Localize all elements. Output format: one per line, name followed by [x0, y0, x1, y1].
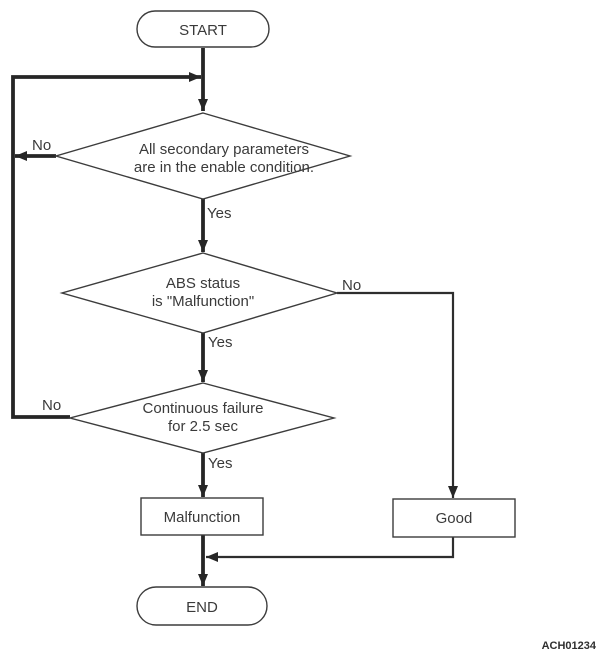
abs-status-yes-label: Yes	[208, 334, 232, 351]
malfunction-process-shape	[140, 497, 264, 536]
abs-status-text-line2: is "Malfunction"	[152, 293, 254, 310]
edge-continuous-failure-no-loop	[11, 72, 201, 419]
edge-good-merge	[206, 537, 455, 562]
node-good: Good	[392, 498, 516, 538]
start-terminator-shape	[136, 10, 270, 48]
start-label: START	[179, 22, 227, 39]
abs-status-text-line1: ABS status	[166, 275, 240, 292]
flow-edges	[11, 48, 458, 586]
end-terminator-shape	[136, 586, 268, 626]
secondary-params-yes-label: Yes	[207, 205, 231, 222]
continuous-failure-text-line2: for 2.5 sec	[168, 418, 239, 435]
secondary-params-no-label: No	[32, 137, 51, 154]
good-label: Good	[436, 510, 473, 527]
node-decision-abs-status: ABS status is "Malfunction"	[59, 252, 340, 334]
continuous-failure-diamond-shape	[67, 382, 337, 454]
continuous-failure-no-label: No	[42, 397, 61, 414]
node-decision-continuous-failure: Continuous failure for 2.5 sec	[67, 382, 337, 454]
secondary-params-text-line2: are in the enable condition.	[134, 159, 314, 176]
end-label: END	[186, 599, 218, 616]
figure-code: ACH01234	[542, 640, 597, 652]
secondary-params-text-line1: All secondary parameters	[139, 141, 309, 158]
node-malfunction: Malfunction	[140, 497, 264, 536]
node-decision-secondary-params: All secondary parameters are in the enab…	[53, 112, 353, 200]
continuous-failure-yes-label: Yes	[208, 455, 232, 472]
abs-status-diamond-shape	[59, 252, 340, 334]
node-start: START	[136, 10, 270, 48]
edge-abs-status-no	[337, 291, 458, 498]
good-process-shape	[392, 498, 516, 538]
abs-status-no-label: No	[342, 277, 361, 294]
node-end: END	[136, 586, 268, 626]
malfunction-label: Malfunction	[164, 509, 241, 526]
continuous-failure-text-line1: Continuous failure	[143, 400, 264, 417]
edge-labels: No Yes No Yes No Yes	[32, 137, 361, 472]
secondary-params-diamond-shape	[53, 112, 353, 200]
